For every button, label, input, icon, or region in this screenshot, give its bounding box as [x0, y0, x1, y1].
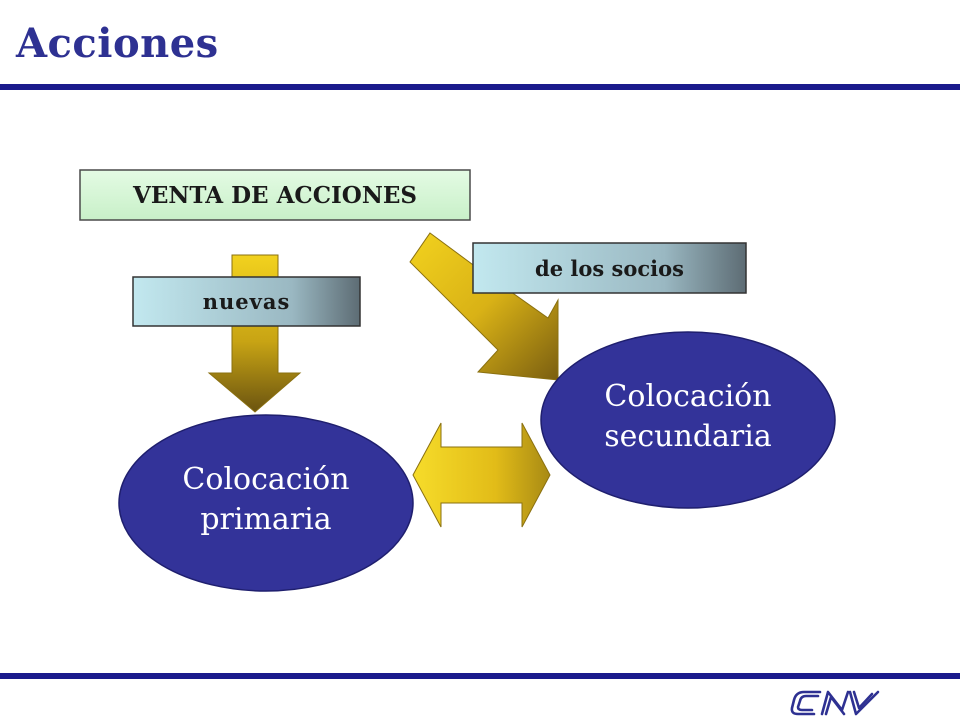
- page-title: Acciones: [16, 20, 219, 67]
- primary-line-2: primaria: [200, 502, 332, 537]
- venta-box: [79, 169, 471, 221]
- nuevas-label-box: [132, 276, 361, 327]
- primary-ellipse: [118, 414, 414, 592]
- secondary-ellipse: [540, 331, 836, 509]
- double-arrow: [412, 422, 551, 528]
- socios-label-box: [472, 242, 747, 294]
- primary-line-1: Colocación: [182, 462, 350, 497]
- primary-placement-text: Colocación primaria: [120, 425, 412, 575]
- cnv-logo: [790, 690, 880, 716]
- socios-label: de los socios: [535, 255, 684, 281]
- secondary-line-1: Colocación: [604, 379, 772, 414]
- venta-label: VENTA DE ACCIONES: [132, 181, 417, 209]
- secondary-placement-text: Colocación secundaria: [542, 342, 834, 492]
- secondary-line-2: secundaria: [604, 419, 772, 454]
- top-divider: [0, 84, 960, 90]
- nuevas-label: nuevas: [202, 289, 291, 314]
- bottom-divider: [0, 673, 960, 679]
